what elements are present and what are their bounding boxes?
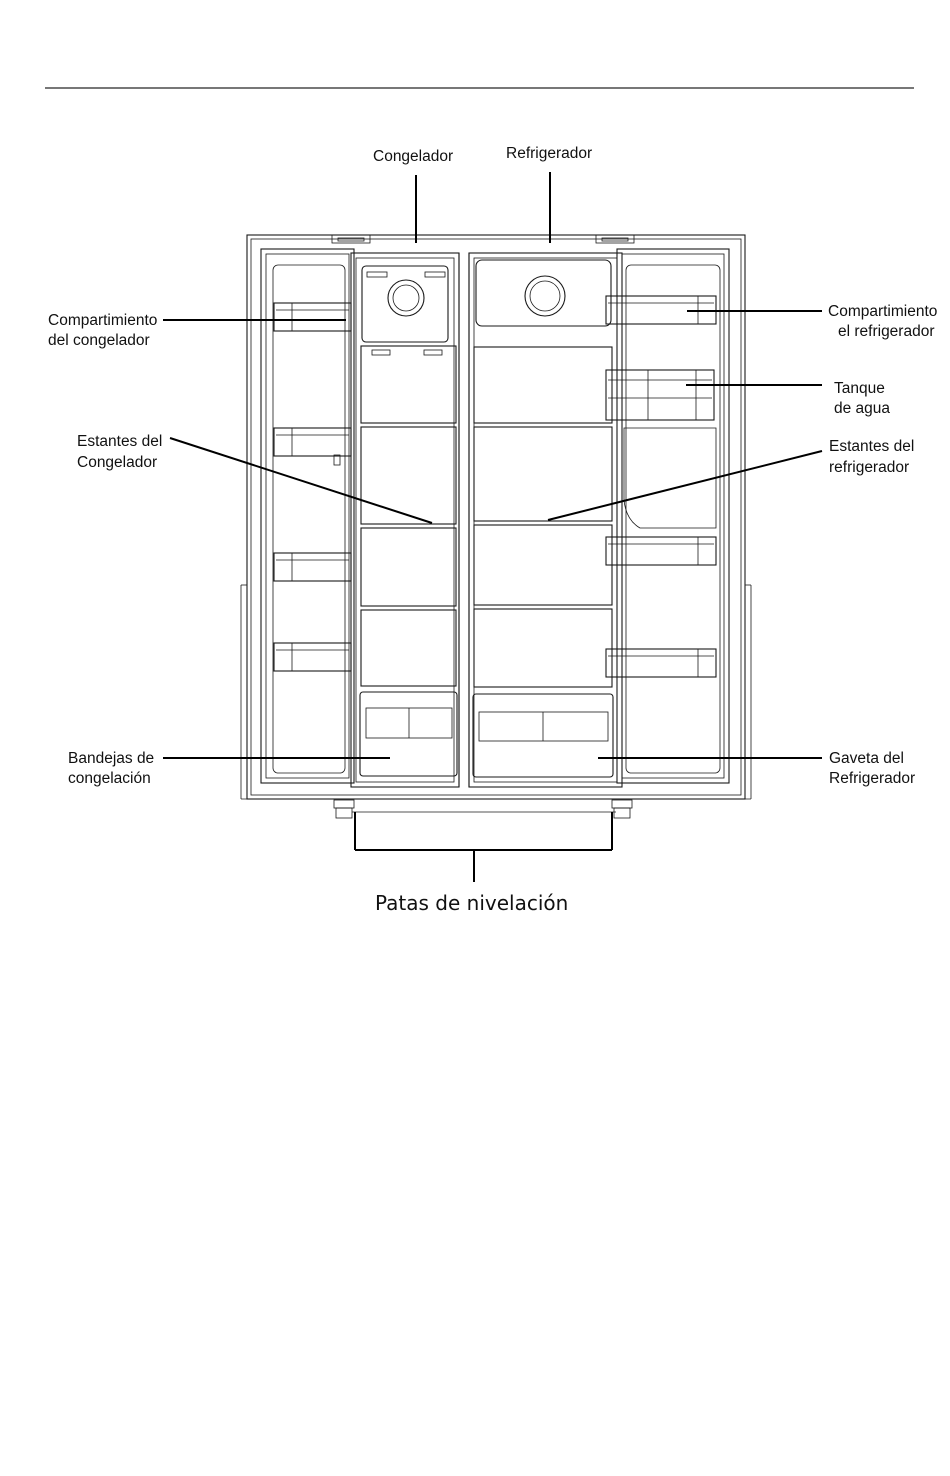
freezer-door-bin-4 [274,643,351,671]
freezer-door-bin-2 [274,428,351,465]
label-leveling-legs: Patas de nivelación [375,891,568,915]
fridge-illustration [241,235,751,818]
label-freezer-door-bin: Compartimiento del congelador [48,312,162,349]
refrigerator-door [606,249,729,783]
label-fridge-shelves: Estantes del refrigerador [829,438,919,476]
label-freezer: Congelador [373,148,453,165]
label-freezer-shelves: Estantes del Congelador [77,433,167,471]
label-fridge-drawer: Gaveta del Refrigerador [829,750,915,787]
leader-lines [163,172,822,882]
refrigerator-compartment [469,253,622,787]
freezer-door [261,249,354,783]
freezer-compartment [351,253,459,787]
label-ice-trays: Bandejas de congelación [68,750,159,787]
label-refrigerator: Refrigerador [506,145,592,162]
label-fridge-door-bin: Compartimiento el refrigerador [828,303,942,340]
freezer-door-bin-1 [274,303,351,331]
label-water-tank: Tanque de agua [834,380,890,417]
freezer-door-bin-3 [274,553,351,581]
